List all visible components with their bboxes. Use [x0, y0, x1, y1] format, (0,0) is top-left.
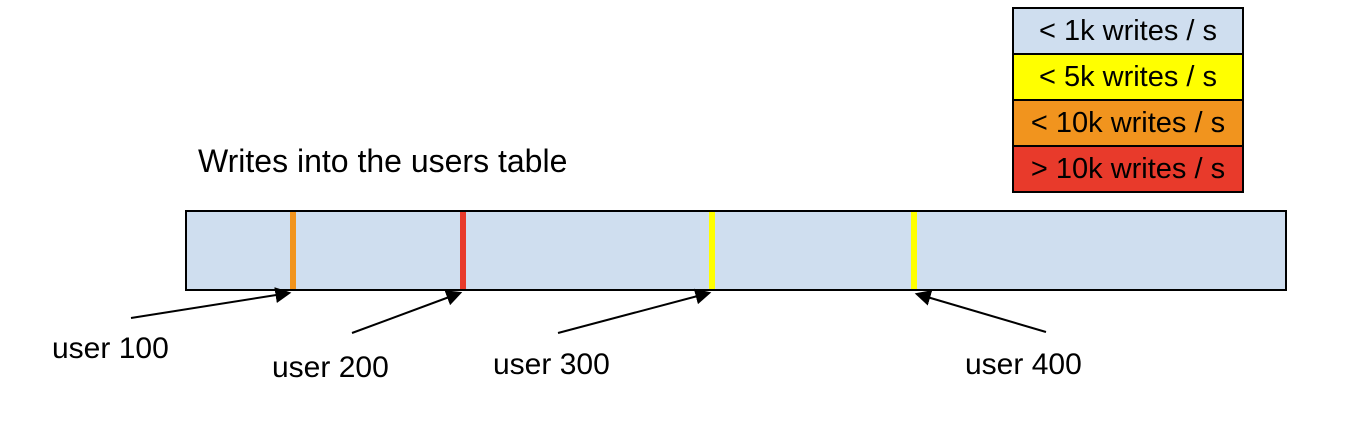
marker-arrow-user-400 — [914, 290, 1047, 333]
marker-arrow-user-200 — [351, 290, 463, 334]
legend-item-4: > 10k writes / s — [1012, 145, 1244, 193]
legend-item-label: < 1k writes / s — [1038, 14, 1218, 47]
marker-arrow-user-100 — [130, 287, 292, 319]
marker-label-user-100: user 100 — [52, 332, 169, 365]
legend: < 1k writes / s < 5k writes / s < 10k writ… — [1012, 7, 1244, 193]
write-rate-line-user-300 — [709, 212, 715, 289]
marker-label-user-400: user 400 — [965, 348, 1082, 381]
write-rate-line-user-400 — [911, 212, 917, 289]
legend-item-label: < 10k writes / s — [1030, 106, 1226, 139]
marker-label-user-200: user 200 — [272, 351, 389, 384]
legend-item-label: < 5k writes / s — [1038, 60, 1218, 93]
marker-label-user-300: user 300 — [493, 348, 610, 381]
legend-item-1: < 1k writes / s — [1012, 7, 1244, 55]
write-rate-line-user-100 — [290, 212, 296, 289]
marker-arrow-user-300 — [557, 288, 712, 334]
users-table-bar — [185, 210, 1287, 291]
diagram-title: Writes into the users table — [198, 143, 568, 179]
legend-item-2: < 5k writes / s — [1012, 53, 1244, 101]
write-rate-line-user-200 — [460, 212, 466, 289]
legend-item-3: < 10k writes / s — [1012, 99, 1244, 147]
legend-item-label: > 10k writes / s — [1030, 152, 1226, 185]
